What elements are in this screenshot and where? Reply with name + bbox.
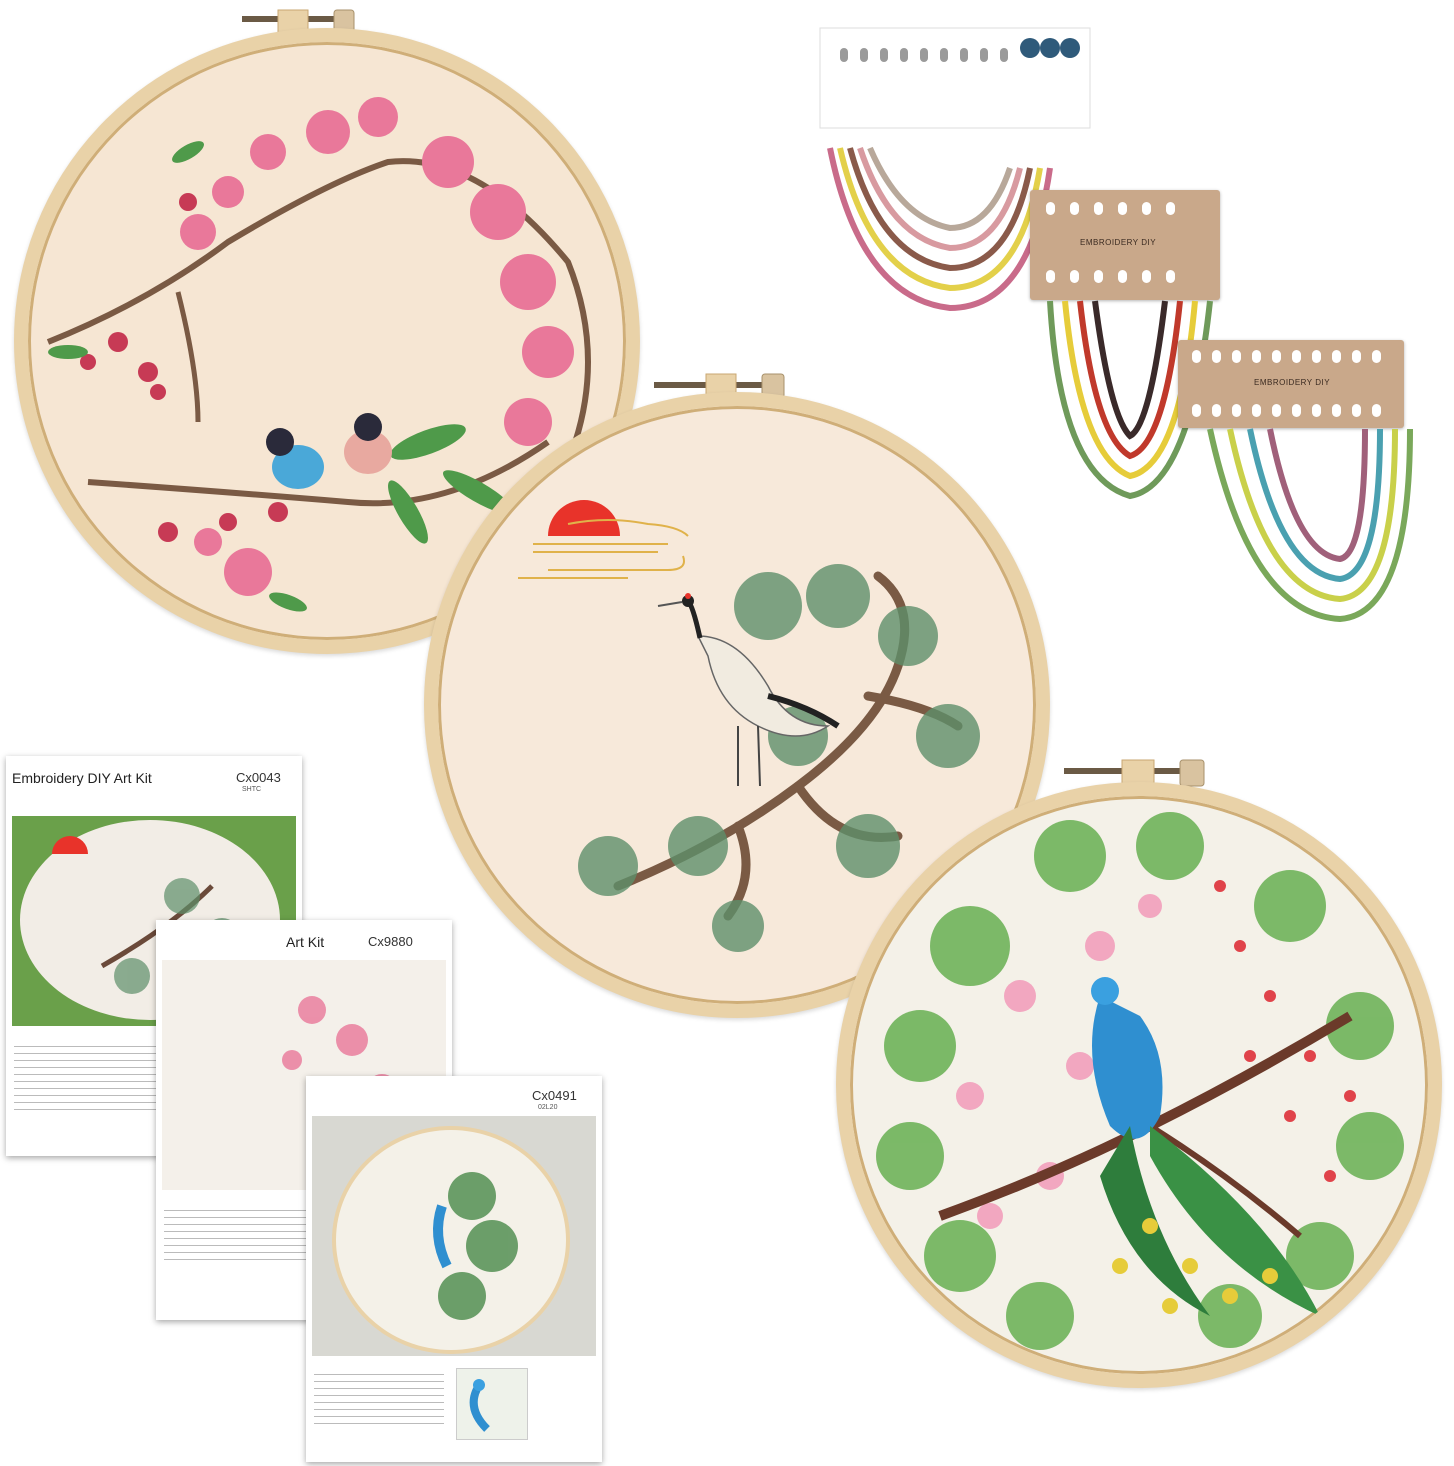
peacock-embroidery-image xyxy=(876,812,1404,1350)
thread-card: EMBROIDERY DIY xyxy=(1030,190,1220,300)
thread-bundle-small xyxy=(1190,424,1430,624)
sheet-code: Cx0491 xyxy=(532,1088,577,1103)
thread-card-label: EMBROIDERY DIY xyxy=(1080,238,1157,247)
thread-card-label: EMBROIDERY DIY xyxy=(1254,378,1331,387)
instruction-sheet: Cx0491 02L20 xyxy=(306,1076,602,1462)
sheet-peacock-thumbnail xyxy=(456,1368,528,1440)
sheet-text-lines xyxy=(314,1368,444,1428)
thread-bundle-large xyxy=(800,18,1100,328)
sheet-code: Cx9880 xyxy=(368,934,413,949)
sheet-photo xyxy=(312,1116,596,1356)
sheet-subcode: SHTC xyxy=(242,786,262,793)
sheet-title: Embroidery DIY Art Kit xyxy=(12,770,152,786)
embroidery-hoop-peacock xyxy=(836,782,1442,1388)
thread-card: EMBROIDERY DIY xyxy=(1178,340,1404,428)
sheet-subcode: 02L20 xyxy=(538,1104,558,1111)
sheet-code: Cx0043 xyxy=(236,770,281,785)
sheet-title: Art Kit xyxy=(286,934,325,950)
plum-blossom-embroidery-image xyxy=(46,97,591,612)
crane-embroidery-image xyxy=(518,500,980,952)
